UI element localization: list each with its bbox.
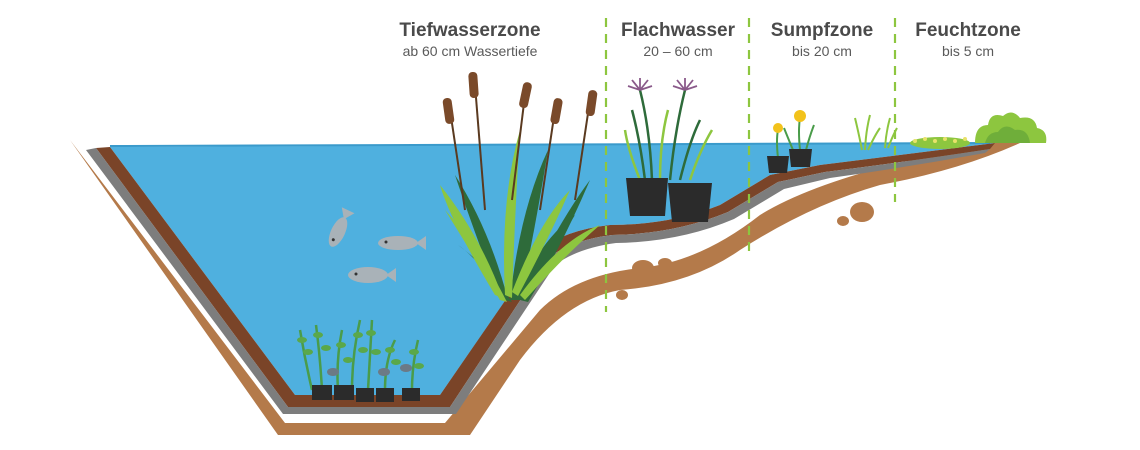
grass-tuft	[854, 114, 898, 151]
fish-icon	[348, 267, 396, 283]
water-body	[110, 143, 995, 395]
stone	[610, 272, 626, 284]
reed-plant-icon	[440, 71, 600, 302]
potted-plant-icon	[297, 319, 424, 402]
flower-bed	[910, 137, 970, 149]
stone	[658, 258, 672, 268]
zone-subtitle-feuchtzone: bis 5 cm	[942, 43, 994, 59]
cattail-icon	[585, 90, 598, 117]
zone-title-flachwasser: Flachwasser	[621, 20, 736, 41]
cattail-icon	[550, 98, 563, 125]
zone-title-sumpfzone: Sumpfzone	[771, 20, 873, 41]
fish-icon	[378, 236, 426, 250]
stone	[616, 290, 628, 300]
allium-flower-icon	[623, 78, 714, 222]
fish-icon	[328, 207, 355, 247]
zone-title-feuchtzone: Feuchtzone	[915, 20, 1021, 41]
soil-outer	[70, 140, 1020, 435]
zone-subtitle-flachwasser: 20 – 60 cm	[643, 43, 712, 59]
shrub-icon	[975, 112, 1047, 143]
cattail-icon	[468, 71, 479, 98]
zone-subtitle-tiefwasser: ab 60 cm Wassertiefe	[403, 43, 538, 59]
zone-subtitle-sumpfzone: bis 20 cm	[792, 43, 852, 59]
marsh-marigold-icon	[767, 110, 815, 173]
stone	[632, 260, 654, 276]
zone-title-tiefwasser: Tiefwasserzone	[399, 20, 540, 41]
cattail-icon	[519, 82, 532, 109]
stone	[850, 202, 874, 222]
stone	[837, 216, 849, 226]
cattail-icon	[442, 97, 455, 124]
